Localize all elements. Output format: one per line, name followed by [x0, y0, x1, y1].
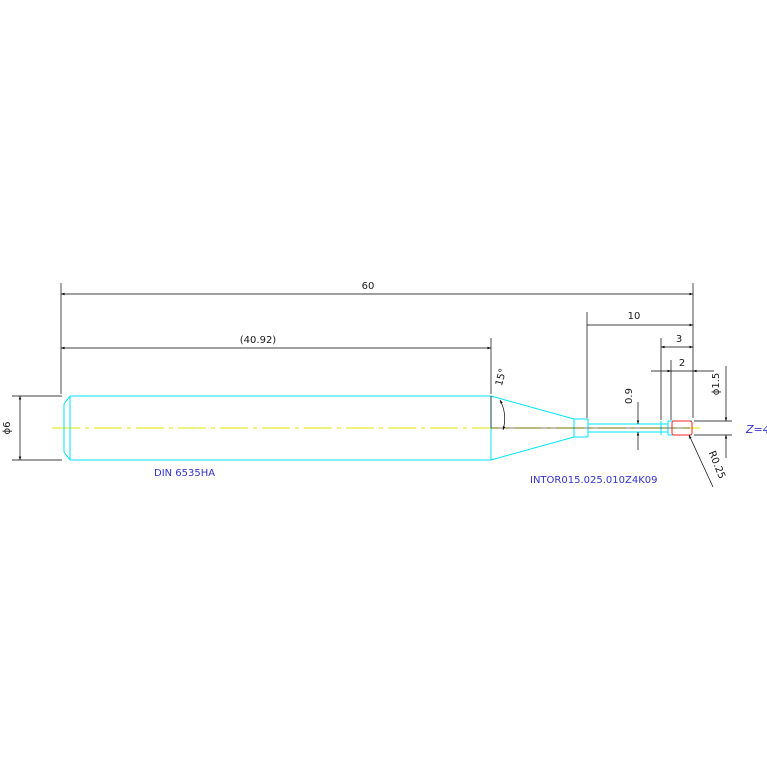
dim-neck-diameter: 0.9	[624, 388, 635, 404]
dimension-lines	[12, 283, 732, 488]
dim-taper-angle: 15°	[494, 367, 509, 387]
dim-neck-length: 10	[628, 311, 641, 322]
dim-shank-length: (40.92)	[240, 335, 277, 346]
shank-standard-label: DIN 6535HA	[154, 468, 215, 479]
dim-overall-length: 60	[362, 281, 375, 292]
part-number-label: INTOR015.025.010Z4K09	[530, 475, 657, 486]
drawing-sheet	[0, 270, 767, 488]
dim-flute-length: 2	[679, 358, 685, 369]
dim-shank-diameter: ϕ6	[2, 422, 13, 435]
dim-cut-diameter: ϕ1.5	[711, 373, 722, 396]
dim-length-3: 3	[676, 334, 682, 345]
flutes-label: Z=4	[745, 423, 767, 436]
